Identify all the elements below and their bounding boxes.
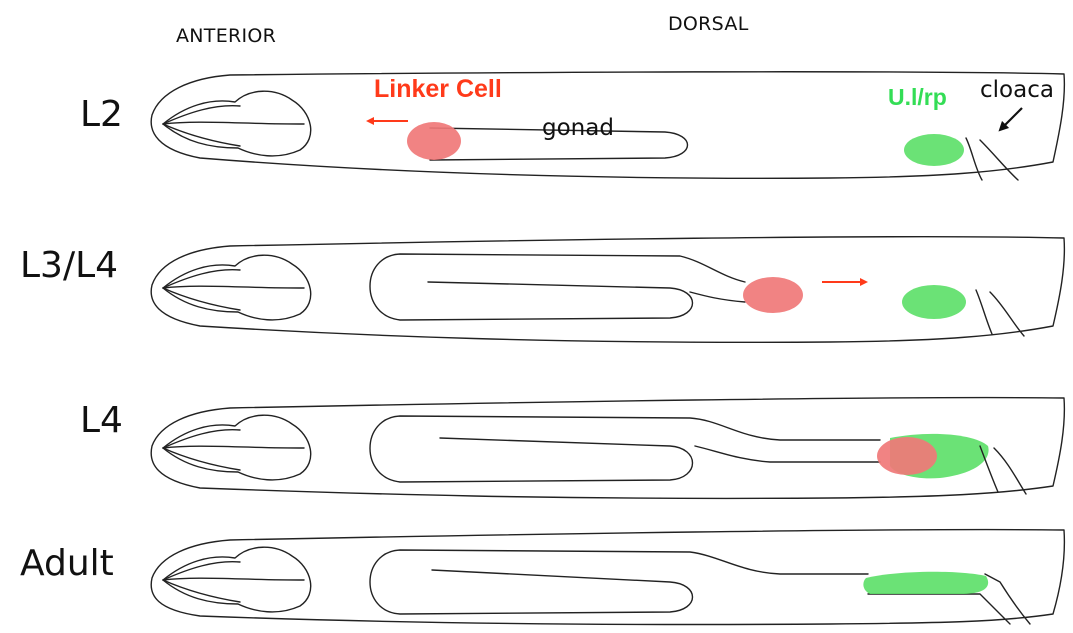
pharynx-lumen — [163, 448, 240, 470]
gonad-label: gonad — [542, 117, 614, 140]
u-cell — [902, 285, 966, 319]
gonad-outline — [985, 574, 1030, 624]
pharynx-lumen — [163, 122, 304, 124]
gonad-outline — [370, 550, 868, 614]
gonad-outline — [690, 292, 745, 302]
u-cell — [904, 134, 964, 166]
stage-label-l3-l4: L3/L4 — [20, 248, 118, 284]
gonad-outline — [695, 446, 880, 462]
cloaca-outline — [990, 292, 1024, 336]
gonad-outline — [370, 416, 880, 482]
worm-l4 — [151, 398, 1064, 499]
pharynx-lumen — [163, 578, 304, 580]
worm-adult — [151, 530, 1064, 625]
pharynx-lumen — [163, 288, 240, 310]
cloaca-outline — [980, 140, 1018, 180]
cloaca-outline — [994, 448, 1026, 494]
dorsal-label: DORSAL — [668, 15, 749, 34]
cloaca-outline — [966, 138, 982, 180]
linker-cell — [743, 277, 803, 313]
pharynx-lumen — [163, 446, 304, 448]
pharynx-lumen — [163, 124, 240, 146]
pharynx-lumen — [163, 286, 304, 288]
stage-label-adult: Adult — [20, 546, 114, 582]
gonad-outline — [868, 594, 1010, 624]
worm-l3-l4 — [151, 237, 1064, 343]
cloaca-outline — [980, 446, 998, 492]
linker-cell — [407, 122, 461, 160]
arrow-icon — [1002, 108, 1022, 128]
linker-cell-label: Linker Cell — [374, 77, 502, 102]
u-cell-label: U.l/rp — [888, 86, 947, 109]
stage-label-l2: L2 — [80, 97, 123, 133]
u-cell — [863, 572, 988, 594]
pharynx-lumen — [163, 580, 240, 602]
cloaca-label: cloaca — [980, 79, 1054, 102]
gonad-outline — [370, 254, 745, 320]
cloaca-outline — [976, 290, 992, 334]
stage-label-l4: L4 — [80, 403, 123, 439]
anterior-label: ANTERIOR — [176, 27, 276, 46]
linker-cell — [877, 437, 937, 475]
